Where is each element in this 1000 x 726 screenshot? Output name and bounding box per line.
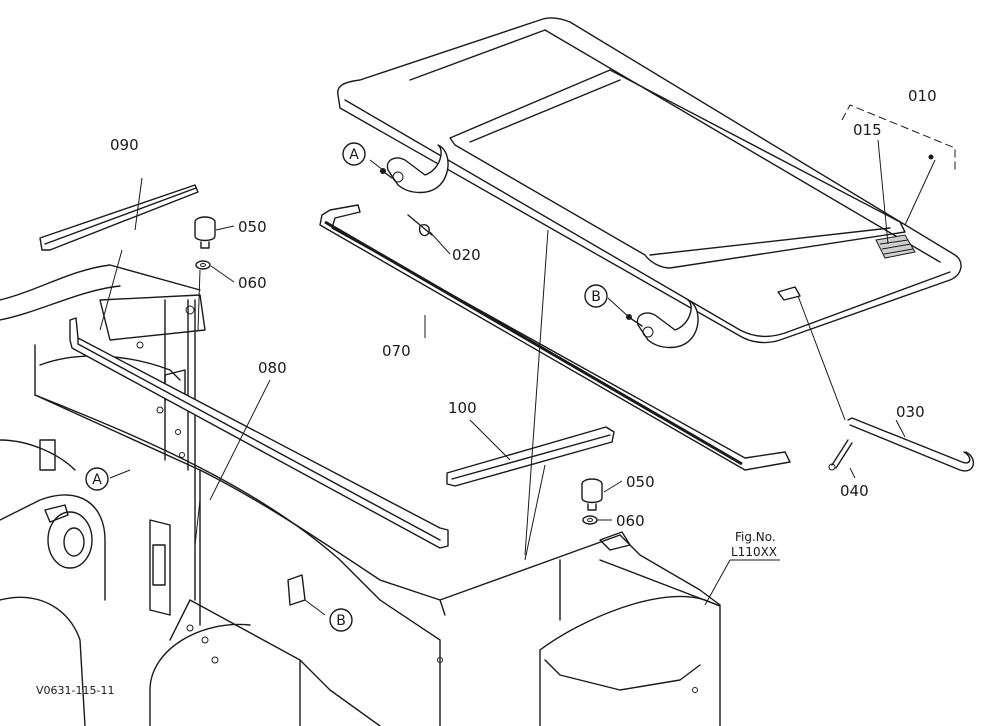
callout-b-top-label: B (591, 289, 601, 305)
pin-020 (407, 214, 433, 237)
machine-frame (0, 264, 721, 726)
part-label-100: 100 (448, 399, 477, 417)
callout-b-bottom-label: B (336, 613, 346, 629)
part-label-015: 015 (853, 121, 882, 139)
rod-030 (847, 417, 975, 472)
strip-090 (39, 184, 199, 251)
part-label-030: 030 (896, 403, 925, 421)
part-label-040: 040 (840, 482, 869, 500)
hinge-right (626, 299, 699, 349)
callout-a-top: A (342, 142, 366, 166)
strip-100 (446, 426, 615, 487)
callout-a-top-label: A (349, 147, 359, 163)
bumper-050-bottom (581, 478, 603, 511)
callout-a-bottom: A (85, 467, 109, 491)
figure-label: Fig.No. (735, 530, 776, 544)
callout-b-top: B (584, 284, 608, 308)
part-label-050-top: 050 (238, 218, 267, 236)
hood-cover (337, 17, 962, 344)
part-label-070: 070 (382, 342, 411, 360)
bumper-050-top (194, 216, 216, 249)
washer-060-top (195, 260, 211, 270)
figure-number: L110XX (731, 545, 777, 559)
strip-080 (69, 317, 449, 549)
leader-lines (99, 104, 956, 616)
drawing-id: V0631-115-11 (36, 684, 114, 697)
part-label-060-top: 060 (238, 274, 267, 292)
hinge-left (380, 144, 449, 194)
callout-b-bottom: B (329, 608, 353, 632)
seal-070 (319, 204, 791, 471)
part-label-010: 010 (908, 87, 937, 105)
part-label-050-bottom: 050 (626, 473, 655, 491)
washer-060-bottom (582, 515, 598, 525)
part-label-060-bottom: 060 (616, 512, 645, 530)
part-label-020: 020 (452, 246, 481, 264)
callout-a-bottom-label: A (92, 472, 102, 488)
part-label-080: 080 (258, 359, 287, 377)
part-label-090: 090 (110, 136, 139, 154)
pin-040 (828, 439, 853, 471)
